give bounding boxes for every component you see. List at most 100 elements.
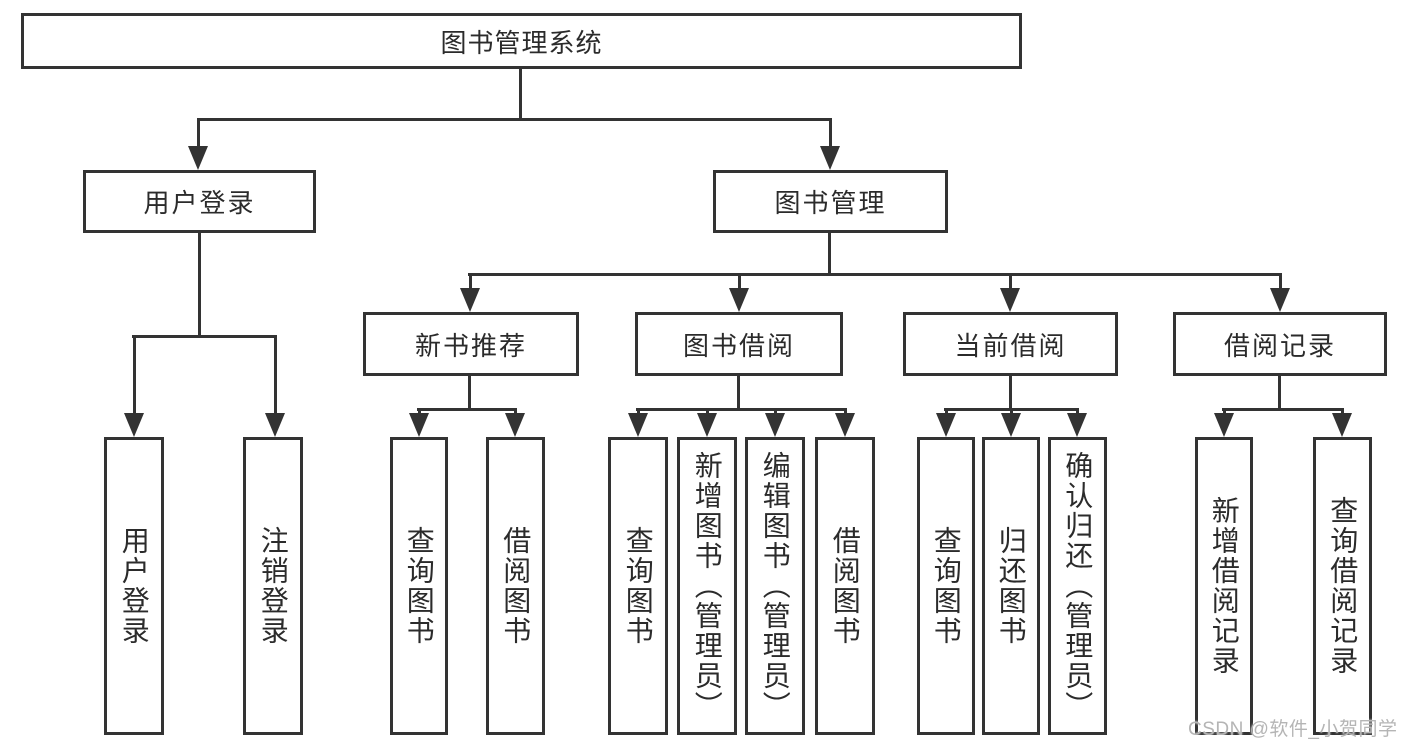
arrow-shaft [705,408,709,413]
arrow-shaft [1222,408,1226,413]
node-user-login: 用户登录 [83,170,316,233]
arrow-shaft [1008,273,1012,288]
arrow-head-icon [936,413,956,437]
leaf-user-login: 用户登录 [104,437,164,735]
arrow-head-icon [820,146,840,170]
leaf-return-books: 归还图书 [982,437,1040,735]
leaf-label: 用户登录 [118,526,150,646]
arrow-head-icon [1000,288,1020,312]
arrow-shaft [513,408,517,413]
arrow-shaft [417,408,421,413]
leaf-query-borrow-record: 查询借阅记录 [1313,437,1372,735]
arrow-head-icon [1332,413,1352,437]
arrow-to-new-book-recommend [460,273,480,312]
arrow-to-book-management [820,118,840,170]
connector-book-management-stem [828,232,831,273]
arrow-shaft [468,273,472,288]
leaf-label: 查询图书 [622,526,654,646]
leaf-label: 借阅图书 [829,526,861,646]
leaf-borrow-books: 借阅图书 [815,437,875,735]
arrow-head-icon [265,413,285,437]
leaf-label: 新增图书（管理员） [691,451,723,721]
arrow-shaft [1278,273,1282,288]
arrow-shaft [1009,408,1013,413]
node-borrow-records: 借阅记录 [1173,312,1387,376]
arrow-shaft [1075,408,1079,413]
leaf-label: 确认归还（管理员） [1062,451,1094,721]
leaf-query-books-current: 查询图书 [917,437,975,735]
arrow-to-leaf [835,408,855,437]
node-book-borrow: 图书借阅 [635,312,843,376]
csdn-watermark: CSDN @软件_小贺同学 [1188,719,1398,740]
connector-user-login-rail [132,335,277,338]
arrow-to-leaf [628,408,648,437]
leaf-label: 新增借阅记录 [1208,496,1240,676]
arrow-head-icon [697,413,717,437]
arrow-to-leaf [409,408,429,437]
arrow-head-icon [1067,413,1087,437]
leaf-logout: 注销登录 [243,437,303,735]
arrow-to-leaf [505,408,525,437]
arrow-shaft [773,408,777,413]
leaf-label: 注销登录 [257,526,289,646]
leaf-add-book-admin: 新增图书（管理员） [677,437,737,735]
node-current-borrow: 当前借阅 [903,312,1118,376]
node-label: 新书推荐 [414,330,527,361]
leaf-label: 归还图书 [995,526,1027,646]
node-label: 借阅记录 [1223,330,1336,361]
arrow-to-borrow-records [1270,273,1290,312]
arrow-to-leaf [697,408,717,437]
arrow-head-icon [188,146,208,170]
leaf-label: 查询图书 [403,526,435,646]
arrow-to-leaf-user-login [124,335,144,437]
node-label: 图书借阅 [682,330,795,361]
arrow-shaft [636,408,640,413]
connector-book-borrow-rail [636,408,847,411]
arrow-to-leaf [936,408,956,437]
arrow-shaft [843,408,847,413]
arrow-to-leaf [1001,408,1021,437]
node-label: 用户登录 [143,188,256,218]
node-root-library-system: 图书管理系统 [21,13,1022,69]
node-new-book-recommend: 新书推荐 [363,312,579,376]
arrow-shaft [944,408,948,413]
arrow-to-current-borrow [1000,273,1020,312]
arrow-to-user-login [188,118,208,170]
arrow-shaft [196,118,200,146]
arrow-to-leaf [765,408,785,437]
connector-borrow-records-rail [1222,408,1344,411]
leaf-label: 编辑图书（管理员） [759,451,791,721]
connector-root-stem [519,67,522,118]
connector-current-borrow-stem [1009,375,1012,408]
arrow-head-icon [835,413,855,437]
arrow-shaft [273,335,277,413]
arrow-to-leaf [1332,408,1352,437]
node-label: 图书管理系统 [440,27,603,58]
connector-book-borrow-stem [737,375,740,408]
node-book-management: 图书管理 [713,170,948,233]
arrow-shaft [737,273,741,288]
arrow-head-icon [409,413,429,437]
arrow-head-icon [505,413,525,437]
arrow-head-icon [1214,413,1234,437]
leaf-edit-book-admin: 编辑图书（管理员） [745,437,805,735]
connector-new-book-stem [468,375,471,408]
leaf-add-borrow-record: 新增借阅记录 [1195,437,1253,735]
leaf-label: 借阅图书 [500,526,532,646]
leaf-label: 查询图书 [930,526,962,646]
connector-user-login-stem [198,232,201,335]
connector-book-management-rail [468,273,1282,276]
arrow-head-icon [729,288,749,312]
arrow-head-icon [628,413,648,437]
leaf-confirm-return-admin: 确认归还（管理员） [1048,437,1107,735]
leaf-query-books-borrow: 查询图书 [608,437,668,735]
leaf-label: 查询借阅记录 [1327,496,1359,676]
leaf-query-books-recommend: 查询图书 [390,437,448,735]
leaf-borrow-books-recommend: 借阅图书 [486,437,545,735]
connector-new-book-rail [417,408,517,411]
node-label: 图书管理 [774,188,887,218]
arrow-to-leaf [1067,408,1087,437]
arrow-to-leaf-logout [265,335,285,437]
arrow-head-icon [765,413,785,437]
